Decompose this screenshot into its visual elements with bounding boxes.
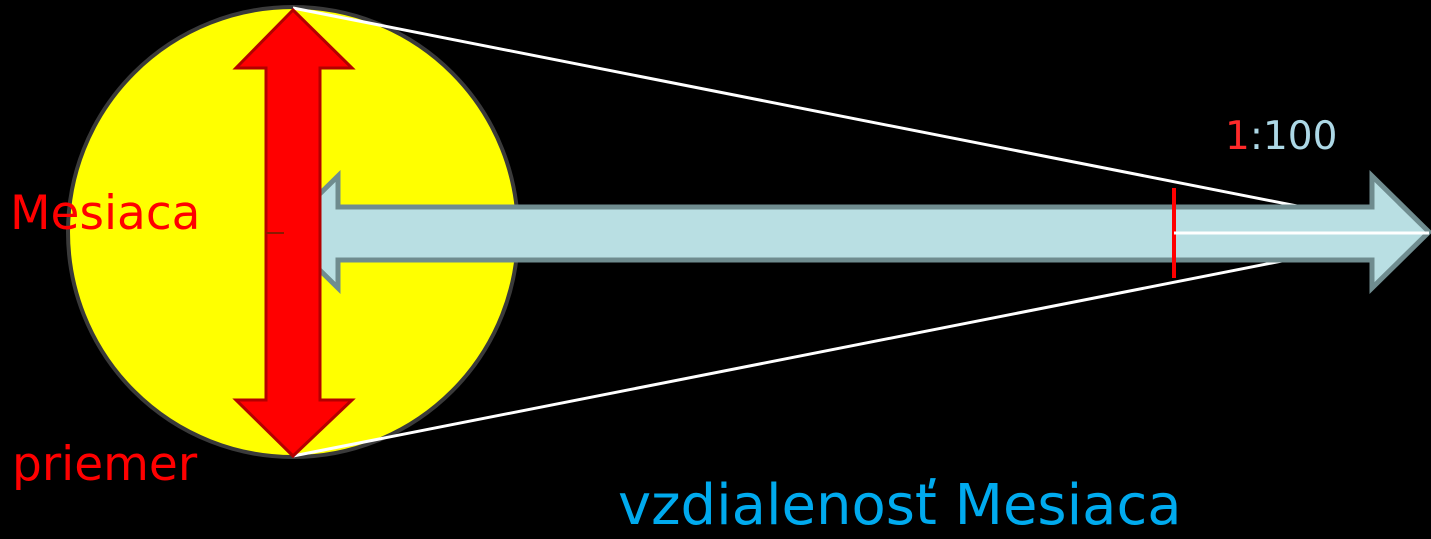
scale-ratio-rest: :100 [1250, 114, 1338, 159]
scale-ratio-numerator: 1 [1225, 114, 1250, 159]
moon-label: Mesiaca [10, 190, 200, 237]
diameter-label: priemer [12, 441, 197, 488]
scale-ratio-label: 1:100 [1225, 117, 1337, 156]
distance-caption: vzdialenosť Mesiaca [618, 478, 1182, 534]
